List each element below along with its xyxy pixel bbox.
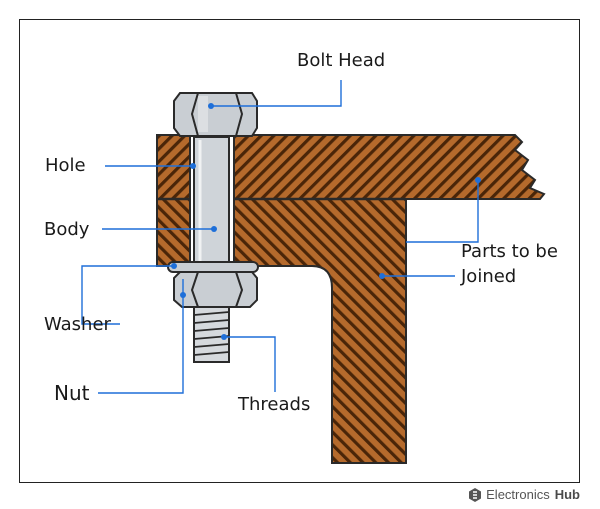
brand-watermark: Electronics Hub xyxy=(469,487,580,502)
diagram-frame xyxy=(19,19,580,483)
washer xyxy=(167,261,259,273)
label-washer: Washer xyxy=(44,314,111,335)
label-parts-line2: Joined xyxy=(461,266,517,287)
label-body: Body xyxy=(44,219,90,240)
nut xyxy=(173,271,258,308)
top-plate xyxy=(156,134,546,200)
label-parts-line1: Parts to be xyxy=(461,241,558,262)
bolt-head xyxy=(173,92,258,137)
leader-dots xyxy=(171,103,481,340)
brand-suffix: Hub xyxy=(554,487,580,502)
label-nut: Nut xyxy=(54,381,90,405)
brand-name: Electronics xyxy=(486,487,550,502)
label-bolt-head: Bolt Head xyxy=(297,50,386,71)
label-threads: Threads xyxy=(238,394,311,415)
leader-lines xyxy=(81,80,479,394)
electronicshub-logo-icon xyxy=(469,487,482,502)
label-hole: Hole xyxy=(45,155,86,176)
